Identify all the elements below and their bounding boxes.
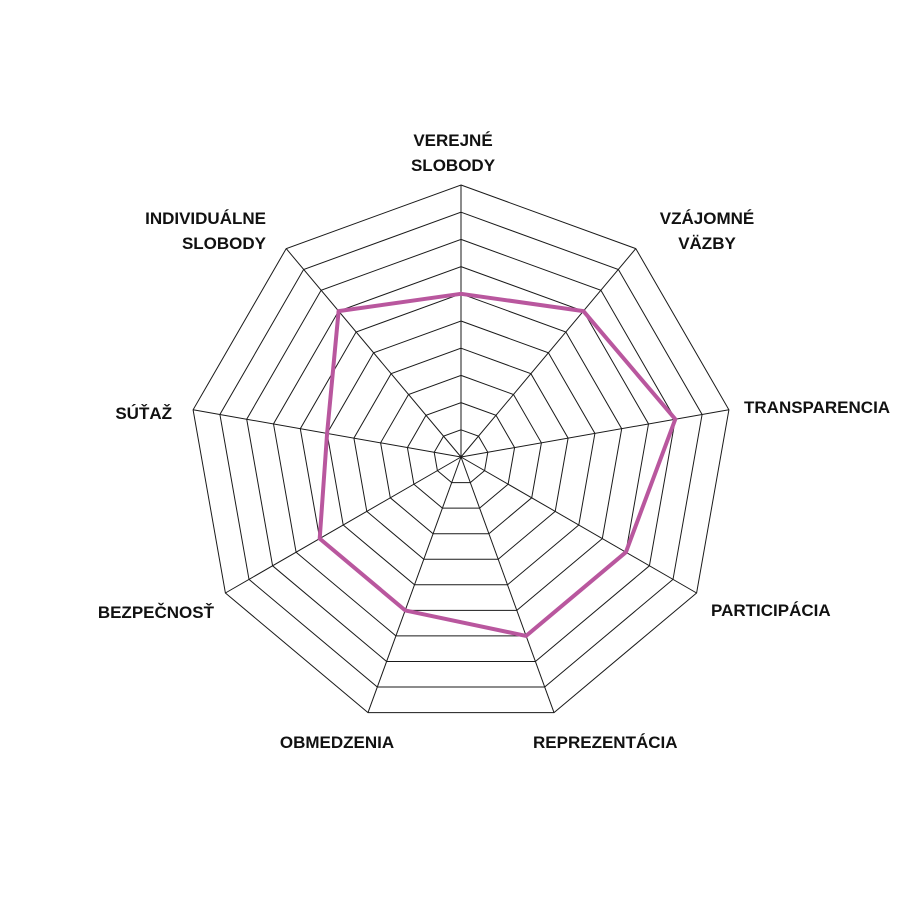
grid-ring-5 xyxy=(326,320,596,586)
axis-label-line: BEZPEČNOSŤ xyxy=(98,603,215,622)
axis-label-line: SLOBODY xyxy=(182,234,267,253)
grid-ring-2 xyxy=(406,402,516,509)
axis-label-line: OBMEDZENIA xyxy=(280,733,394,752)
grid-ring-8 xyxy=(246,238,676,662)
grid-ring-3 xyxy=(380,374,542,535)
grid-ring-10 xyxy=(192,184,730,714)
grid-ring-9 xyxy=(219,211,703,688)
axis-label-line: PARTICIPÁCIA xyxy=(711,601,831,620)
axis-label-line: INDIVIDUÁLNE xyxy=(145,209,266,228)
axis-label-3: TRANSPARENCIA xyxy=(744,398,890,417)
grid-ring-1 xyxy=(433,429,489,484)
spoke-4 xyxy=(460,456,697,594)
grid-ring-4 xyxy=(353,347,569,560)
radar-grid xyxy=(192,184,730,714)
spoke-3 xyxy=(460,409,729,458)
axis-label-1: VEREJNÉ SLOBODY xyxy=(411,131,496,175)
axis-label-line: VZÁJOMNÉ xyxy=(660,209,754,228)
axis-label-2: VZÁJOMNÉ VÄZBY xyxy=(660,209,754,253)
axis-label-7: BEZPEČNOSŤ xyxy=(98,603,215,622)
axis-label-9: INDIVIDUÁLNE SLOBODY xyxy=(145,209,267,253)
spoke-5 xyxy=(460,456,555,713)
axis-label-line: TRANSPARENCIA xyxy=(744,398,890,417)
axis-label-5: REPREZENTÁCIA xyxy=(533,733,678,752)
axis-label-8: SÚŤAŽ xyxy=(115,404,172,423)
spoke-7 xyxy=(225,456,462,594)
axis-label-line: VÄZBY xyxy=(678,234,736,253)
spoke-2 xyxy=(460,248,637,458)
radar-series xyxy=(317,291,678,638)
axis-label-line: VEREJNÉ xyxy=(413,131,492,150)
grid-ring-6 xyxy=(299,293,623,611)
grid-ring-7 xyxy=(272,266,650,637)
axis-label-6: OBMEDZENIA xyxy=(280,733,394,752)
axis-label-line: SÚŤAŽ xyxy=(115,404,172,423)
series-line xyxy=(317,291,678,638)
spoke-6 xyxy=(367,456,462,713)
spoke-9 xyxy=(285,248,462,458)
axis-label-line: REPREZENTÁCIA xyxy=(533,733,678,752)
axis-labels: VEREJNÉ SLOBODY VZÁJOMNÉ VÄZBY TRANSPARENCIA… xyxy=(98,131,890,752)
axis-label-line: SLOBODY xyxy=(411,156,496,175)
axis-label-4: PARTICIPÁCIA xyxy=(711,601,831,620)
